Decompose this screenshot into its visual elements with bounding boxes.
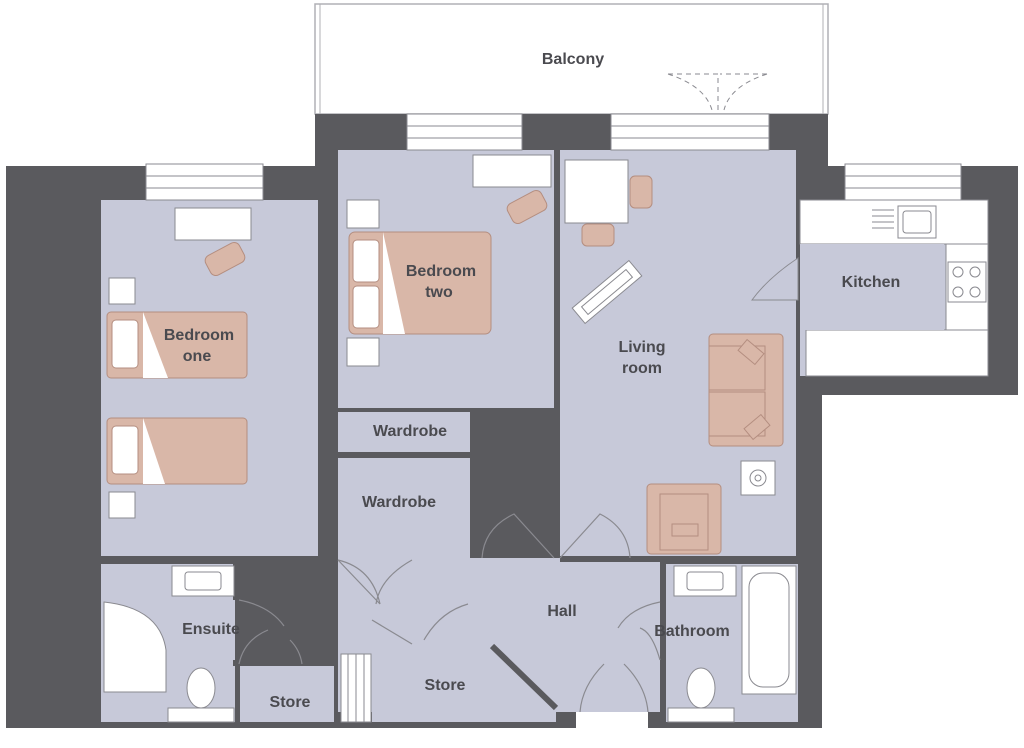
store-small-label: Store bbox=[270, 694, 311, 711]
bedside-table bbox=[346, 337, 380, 367]
dining-chair bbox=[581, 223, 615, 247]
ensuite-fixtures bbox=[103, 565, 235, 723]
wardrobe-upper-label: Wardrobe bbox=[373, 423, 447, 440]
bathtub bbox=[741, 565, 797, 695]
bedroom-one-furniture bbox=[106, 207, 252, 519]
armchair bbox=[646, 483, 722, 555]
front-door-opening bbox=[576, 712, 648, 728]
store-shelving bbox=[340, 653, 372, 723]
hall-label: Hall bbox=[547, 603, 576, 620]
dining-chair bbox=[629, 175, 653, 209]
bedside-table bbox=[108, 491, 136, 519]
boiler bbox=[740, 460, 776, 496]
wardrobe-lower-label: Wardrobe bbox=[362, 494, 436, 511]
store-large-label: Store bbox=[425, 677, 466, 694]
desk bbox=[174, 207, 252, 241]
balcony-doors bbox=[667, 73, 768, 111]
balcony: Balcony bbox=[314, 3, 829, 115]
bedroom-two-furniture bbox=[346, 154, 552, 367]
bedside-table bbox=[108, 277, 136, 305]
living-room-label-1: Living bbox=[618, 339, 665, 356]
bathroom-fixtures bbox=[667, 565, 797, 723]
toilet bbox=[167, 667, 235, 723]
balcony-label: Balcony bbox=[542, 51, 604, 68]
bathroom-label: Bathroom bbox=[654, 623, 730, 640]
bedroom-one-label-1: Bedroom bbox=[164, 327, 234, 344]
windows bbox=[145, 113, 962, 201]
drainer bbox=[872, 209, 894, 229]
bedroom-one-label-2: one bbox=[183, 348, 212, 365]
window-bedroom-one bbox=[145, 163, 264, 201]
store-large-floor bbox=[372, 648, 556, 722]
wardrobe-lower-floor bbox=[338, 458, 472, 558]
desk bbox=[472, 154, 552, 188]
bedside-table bbox=[346, 199, 380, 229]
living-room-label-2: room bbox=[622, 360, 662, 377]
bed-upper bbox=[106, 311, 248, 379]
hob bbox=[947, 261, 987, 303]
store-small-floor bbox=[240, 664, 334, 722]
dining-table bbox=[564, 159, 629, 224]
shower bbox=[103, 601, 167, 693]
wardrobe-upper-floor bbox=[338, 410, 472, 452]
window-bedroom-two bbox=[406, 113, 523, 151]
sofa bbox=[708, 333, 784, 447]
chair bbox=[204, 241, 246, 277]
basin bbox=[673, 565, 737, 597]
window-kitchen bbox=[844, 163, 962, 201]
toilet bbox=[667, 667, 735, 723]
bed-lower bbox=[106, 417, 248, 485]
window-living-room bbox=[610, 113, 770, 151]
basin bbox=[171, 565, 235, 597]
living-room-furniture bbox=[564, 159, 784, 555]
tv-unit bbox=[571, 259, 643, 325]
chair bbox=[506, 189, 548, 225]
bedroom-two-label-2: two bbox=[425, 284, 453, 301]
ensuite-label: Ensuite bbox=[182, 621, 240, 638]
kitchen-floor-area bbox=[800, 244, 944, 330]
bedroom-two-label-1: Bedroom bbox=[406, 263, 476, 280]
kitchen-label: Kitchen bbox=[842, 274, 901, 291]
